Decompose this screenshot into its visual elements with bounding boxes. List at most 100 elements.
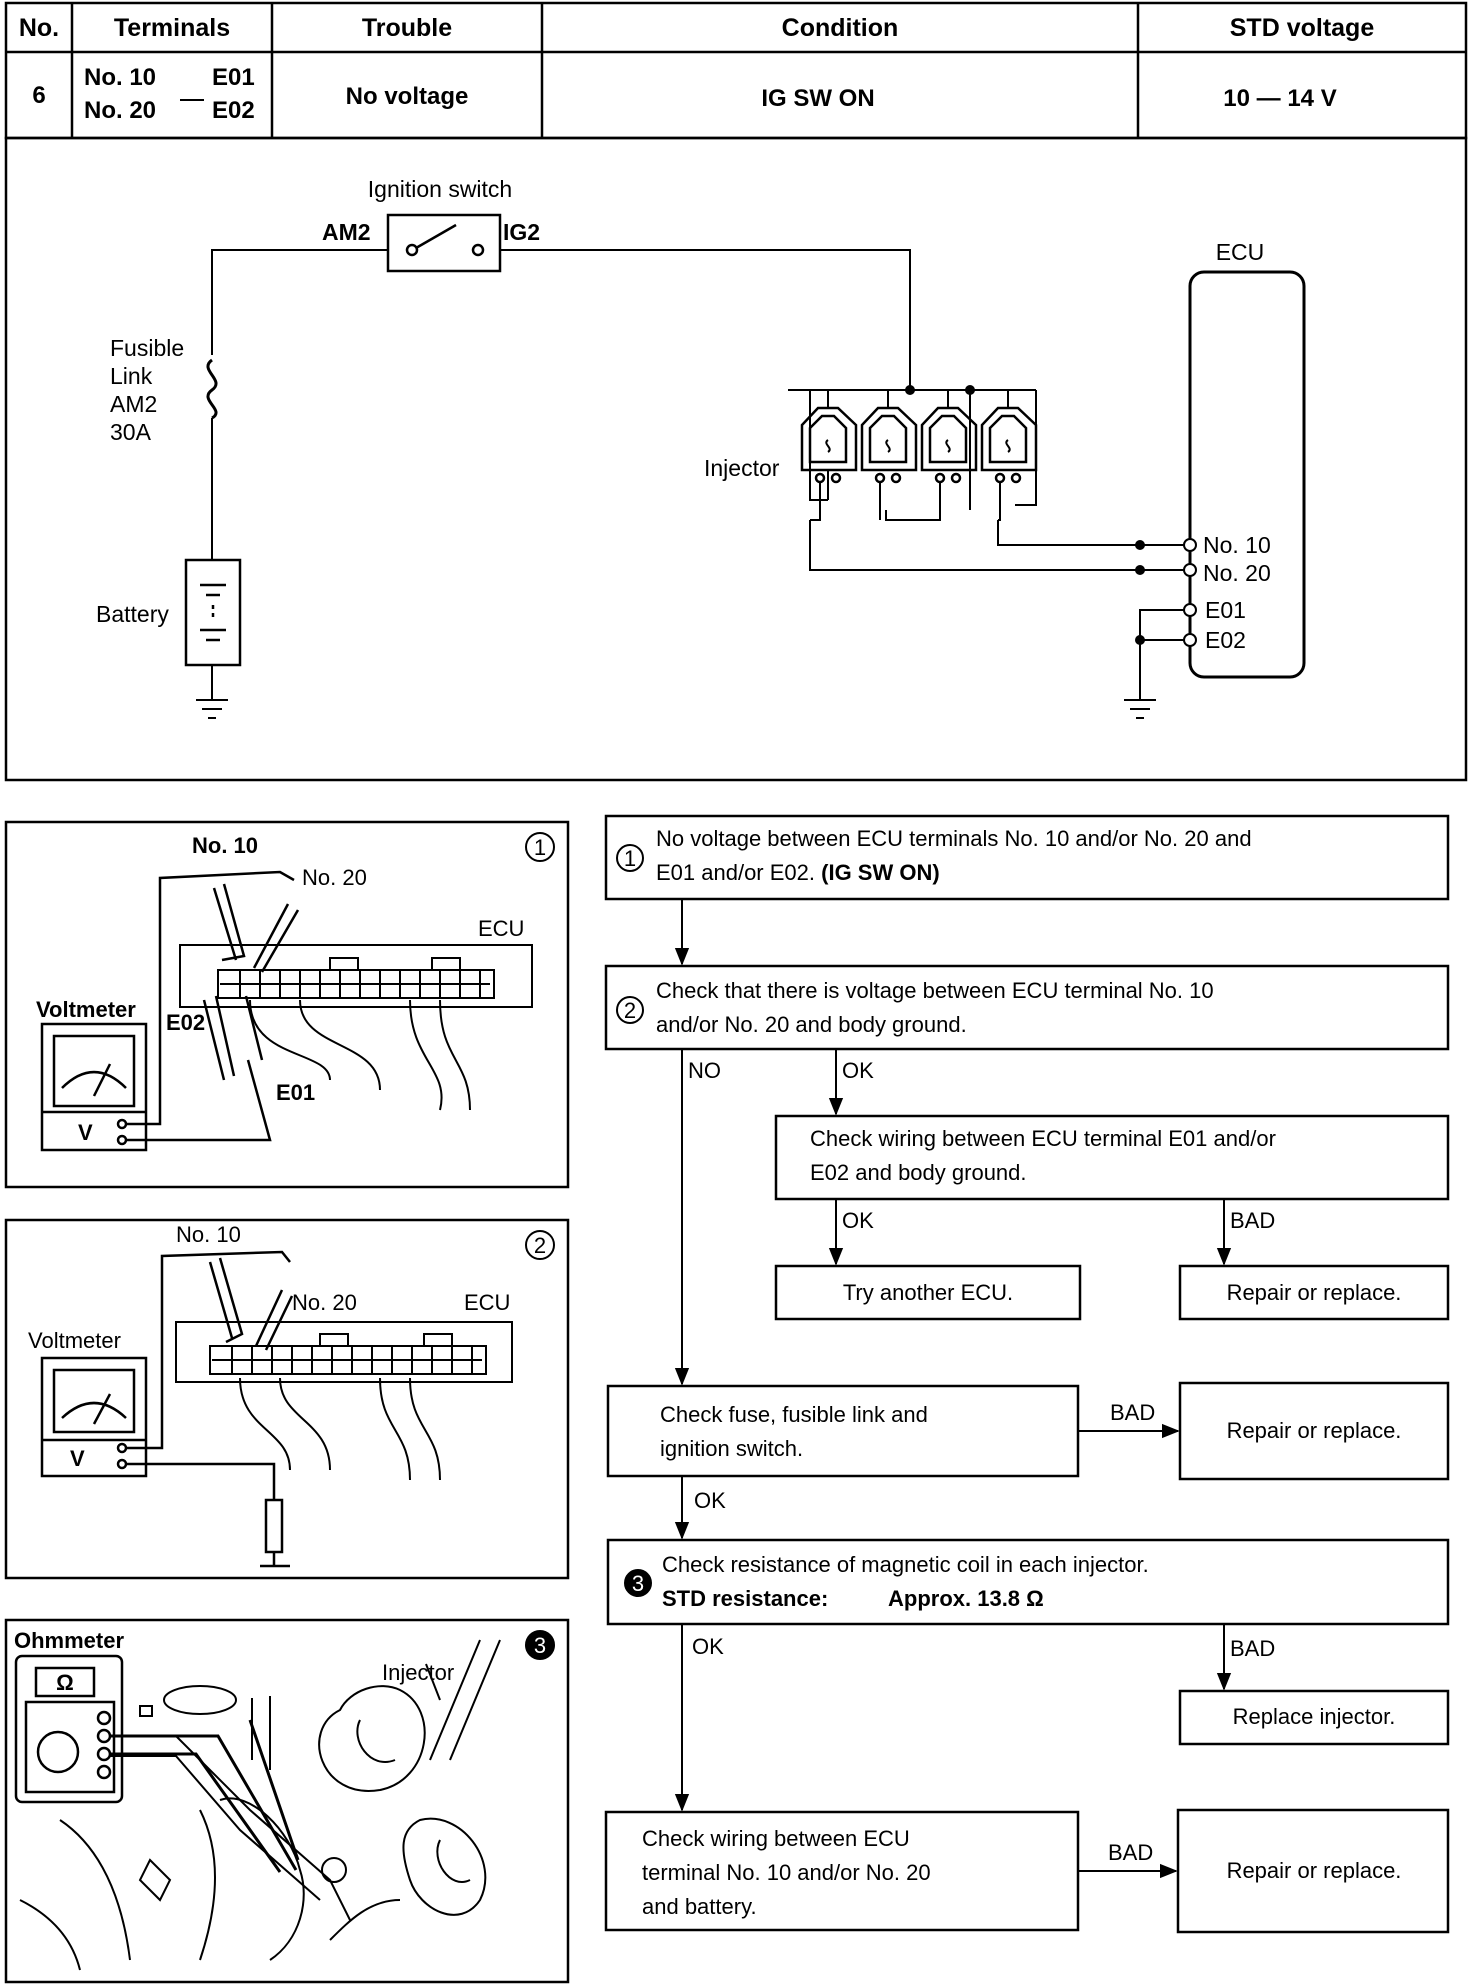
troubleshooting-flowchart bbox=[604, 814, 1450, 1934]
flow-wiring-battery-line2: terminal No. 10 and/or No. 20 bbox=[642, 1860, 931, 1885]
flow-label-no: NO bbox=[688, 1058, 721, 1083]
injector-1 bbox=[800, 406, 858, 484]
flowchart-connectors bbox=[674, 899, 1232, 1879]
flow-step3-number: 3 bbox=[632, 1571, 644, 1596]
flow-wiring-battery-line1: Check wiring between ECU bbox=[642, 1826, 910, 1851]
flow-box-step3 bbox=[606, 1538, 1450, 1626]
fig2-no10-label: No. 10 bbox=[176, 1222, 241, 1247]
header-condition: Condition bbox=[782, 14, 899, 42]
flow-label-bad-4: BAD bbox=[1108, 1840, 1153, 1865]
flow-step1-number: 1 bbox=[624, 846, 636, 871]
ground-symbol-right bbox=[1124, 699, 1156, 719]
flow-step2-line1: Check that there is voltage between ECU … bbox=[656, 978, 1214, 1003]
cell-no: 6 bbox=[32, 82, 45, 109]
flow-step1: 1 No voltage between ECU terminals No. 1… bbox=[616, 826, 1252, 885]
fusible-link-symbol bbox=[206, 358, 218, 420]
flow-box-step2 bbox=[604, 964, 1450, 1051]
ignition-switch-label: Ignition switch bbox=[368, 176, 512, 202]
circuit-wires bbox=[211, 249, 1190, 700]
fig3-injector-label: Injector bbox=[382, 1660, 454, 1685]
fig1-e01-label: E01 bbox=[276, 1080, 315, 1105]
fig2-probe-leads bbox=[126, 1250, 294, 1568]
fig2-no20-label: No. 20 bbox=[292, 1290, 357, 1315]
ecu-box bbox=[1188, 270, 1306, 679]
injector-group bbox=[800, 390, 1038, 521]
battery-symbol bbox=[184, 558, 242, 667]
fig1-ecu-connector bbox=[179, 944, 533, 1111]
flow-box-repair-3 bbox=[1176, 1808, 1450, 1934]
cell-terminal-no10: No. 10 bbox=[84, 64, 156, 91]
flow-box-replace-injector bbox=[1178, 1689, 1450, 1746]
flow-box-fuse bbox=[606, 1384, 1080, 1478]
fig3-engine-sketch bbox=[19, 1639, 501, 1971]
injector-label: Injector bbox=[704, 455, 780, 481]
header-trouble: Trouble bbox=[362, 14, 452, 42]
injector-4 bbox=[980, 406, 1038, 484]
fig3-ohmmeter-label: Ohmmeter bbox=[14, 1628, 124, 1653]
flow-box-wiring-e0 bbox=[774, 1114, 1450, 1201]
cell-condition: IG SW ON bbox=[761, 85, 874, 112]
fusible-link-label-2: Link bbox=[110, 363, 153, 389]
fig1-v-label: V bbox=[78, 1120, 93, 1145]
fig3-ohm-symbol: Ω bbox=[56, 1670, 74, 1695]
flow-box-repair-1 bbox=[1178, 1264, 1450, 1321]
figure-2: 2 No. 10 No. 20 ECU Voltmeter V bbox=[4, 1218, 570, 1580]
flow-try-ecu: Try another ECU. bbox=[843, 1280, 1013, 1305]
header-terminals: Terminals bbox=[114, 14, 230, 42]
ignition-switch-symbol bbox=[386, 213, 502, 273]
flow-label-ok-4: OK bbox=[692, 1634, 724, 1659]
cell-trouble: No voltage bbox=[346, 83, 469, 110]
circuit-diagram: Ignition switch AM2 IG2 Fusible Link AM2… bbox=[4, 136, 1468, 782]
fig1-voltmeter bbox=[40, 1022, 148, 1152]
flow-step1-line2: E01 and/or E02. (IG SW ON) bbox=[656, 860, 940, 885]
flow-label-ok-1: OK bbox=[842, 1058, 874, 1083]
flow-box-try-ecu bbox=[774, 1264, 1082, 1321]
flow-step3-line1: Check resistance of magnetic coil in eac… bbox=[662, 1552, 1149, 1577]
battery-label: Battery bbox=[96, 601, 169, 627]
flow-label-bad-1: BAD bbox=[1230, 1208, 1275, 1233]
flow-label-ok-3: OK bbox=[694, 1488, 726, 1513]
fig2-v-label: V bbox=[70, 1446, 85, 1471]
flow-repair-3: Repair or replace. bbox=[1227, 1858, 1402, 1883]
flow-replace-injector: Replace injector. bbox=[1233, 1704, 1396, 1729]
flow-repair-1: Repair or replace. bbox=[1227, 1280, 1402, 1305]
fig1-ecu-label: ECU bbox=[478, 916, 524, 941]
flow-fuse-line1: Check fuse, fusible link and bbox=[660, 1402, 928, 1427]
fig1-no10-label: No. 10 bbox=[192, 833, 258, 858]
cell-terminal-e02: E02 bbox=[212, 97, 255, 124]
fig2-ecu-connector bbox=[175, 1321, 513, 1481]
ecu-terminal-e02: E02 bbox=[1205, 627, 1246, 653]
flow-step3-std: STD resistance: bbox=[662, 1586, 828, 1611]
figure-1-number: 1 bbox=[534, 835, 546, 860]
fig1-no20-label: No. 20 bbox=[302, 865, 367, 890]
flow-step3-value: Approx. 13.8 Ω bbox=[888, 1586, 1044, 1611]
header-std-voltage: STD voltage bbox=[1230, 14, 1375, 42]
flow-step2-line2: and/or No. 20 and body ground. bbox=[656, 1012, 967, 1037]
ecu-terminal-no10: No. 10 bbox=[1203, 532, 1271, 558]
fig2-voltmeter-label: Voltmeter bbox=[28, 1328, 121, 1353]
flow-step3: 3 Check resistance of magnetic coil in e… bbox=[624, 1552, 1149, 1611]
table-header-row: No. Terminals Trouble Condition STD volt… bbox=[19, 14, 1374, 42]
fusible-link-label-3: AM2 bbox=[110, 391, 157, 417]
table-data-row: 6 No. 10 E01 No. 20 E02 No voltage IG SW… bbox=[32, 64, 1336, 124]
flow-box-repair-2 bbox=[1178, 1381, 1450, 1481]
flow-step1-line1: No voltage between ECU terminals No. 10 … bbox=[656, 826, 1252, 851]
cell-std-voltage: 10 — 14 V bbox=[1223, 85, 1336, 112]
figure-3-number: 3 bbox=[534, 1633, 546, 1658]
fig1-probe-leads bbox=[126, 870, 300, 1142]
fig2-ecu-label: ECU bbox=[464, 1290, 510, 1315]
fusible-link-label-1: Fusible bbox=[110, 335, 184, 361]
flow-step2-number: 2 bbox=[624, 998, 636, 1023]
cell-terminal-e01: E01 bbox=[212, 64, 255, 91]
figure-1: 1 No. 10 No. 20 ECU Voltmeter E02 E01 V bbox=[4, 820, 570, 1189]
flow-repair-2: Repair or replace. bbox=[1227, 1418, 1402, 1443]
figure-3: 3 Ohmmeter Injector Ω bbox=[4, 1618, 570, 1984]
injector-2 bbox=[860, 406, 918, 484]
injector-3 bbox=[920, 406, 978, 484]
fig2-voltmeter bbox=[40, 1356, 148, 1478]
flow-wiring-battery-line3: and battery. bbox=[642, 1894, 757, 1919]
flow-step2: 2 Check that there is voltage between EC… bbox=[616, 978, 1214, 1037]
flow-wiring-e0-line1: Check wiring between ECU terminal E01 an… bbox=[810, 1126, 1276, 1151]
am2-label: AM2 bbox=[322, 219, 371, 245]
